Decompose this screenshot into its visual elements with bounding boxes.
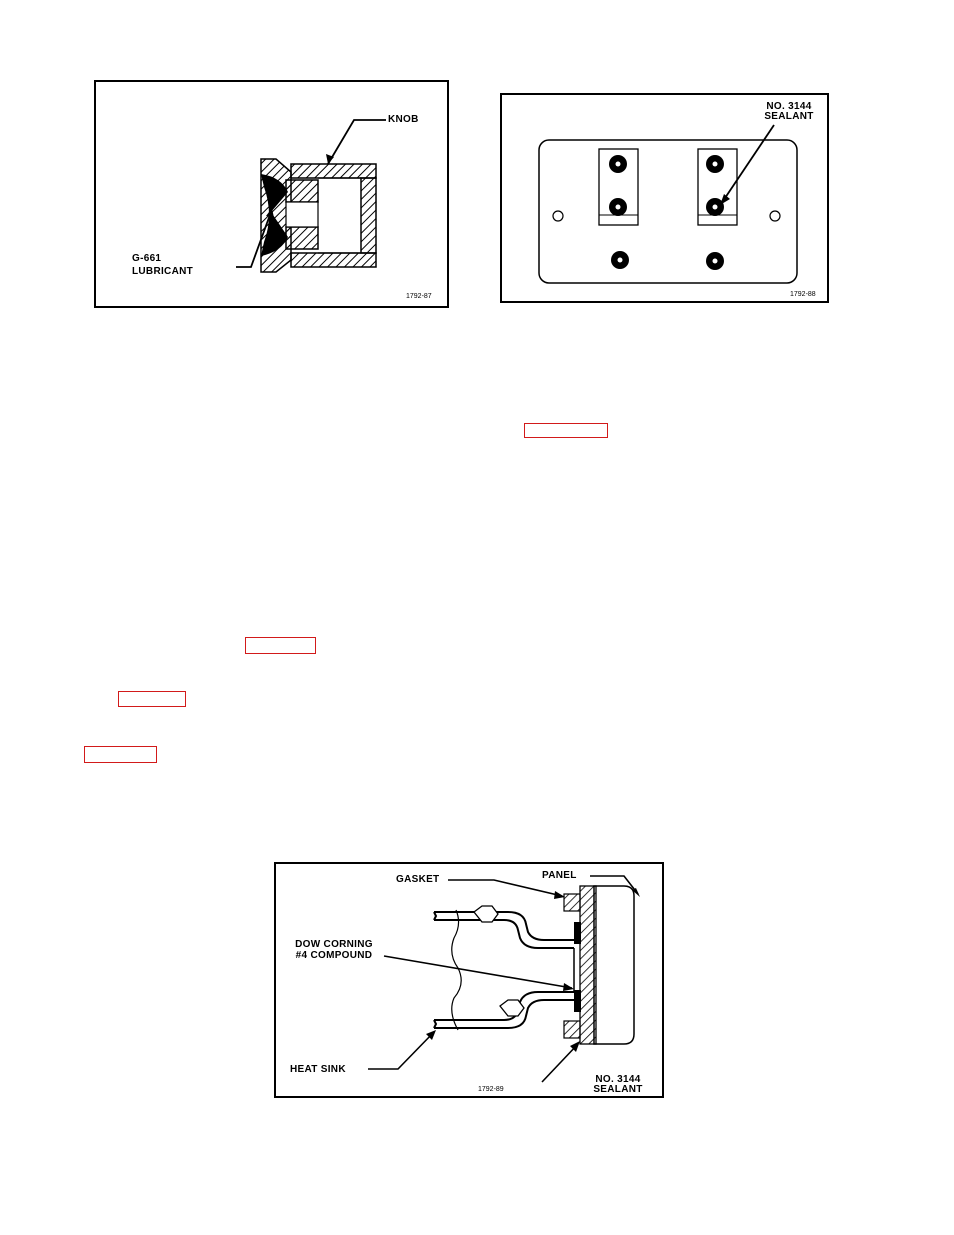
gasket-label: GASKET xyxy=(396,874,440,885)
sealant-figure-number: 1792-88 xyxy=(790,291,816,298)
figure-link-2[interactable] xyxy=(245,637,316,654)
heatsink-drawing xyxy=(368,875,640,1083)
figure-link-3[interactable] xyxy=(118,691,186,707)
knob-drawing xyxy=(236,119,386,273)
figure-link-4[interactable] xyxy=(84,746,157,763)
sealant-label-line2: SEALANT xyxy=(764,111,814,122)
sealant-figure: NO. 3144 SEALANT 1792-88 xyxy=(500,93,829,303)
heatsink-label: HEAT SINK xyxy=(290,1064,346,1075)
knob-figure: KNOB G-661 LUBRICANT 1792-87 xyxy=(94,80,449,308)
knob-figure-number: 1792-87 xyxy=(406,293,432,300)
lubricant-label-line2: LUBRICANT xyxy=(132,266,194,277)
heatsink-sealant-label-line1: NO. 3144 xyxy=(595,1074,641,1085)
heatsink-figure-number: 1792-89 xyxy=(478,1086,504,1093)
knob-label: KNOB xyxy=(388,114,419,125)
heatsink-figure: GASKET PANEL DOW CORNING #4 COMPOUND HEA… xyxy=(274,862,664,1098)
heatsink-sealant-label-line2: SEALANT xyxy=(593,1084,643,1095)
sealant-drawing xyxy=(538,124,798,284)
panel-label: PANEL xyxy=(542,870,577,881)
fastener-dots xyxy=(609,155,724,270)
lubricant-label-line1: G-661 xyxy=(132,253,162,264)
compound-label-line2: #4 COMPOUND xyxy=(295,950,373,961)
figure-link-1[interactable] xyxy=(524,423,608,438)
compound-label-line1: DOW CORNING xyxy=(295,939,373,950)
sealant-label-line1: NO. 3144 xyxy=(766,101,812,112)
